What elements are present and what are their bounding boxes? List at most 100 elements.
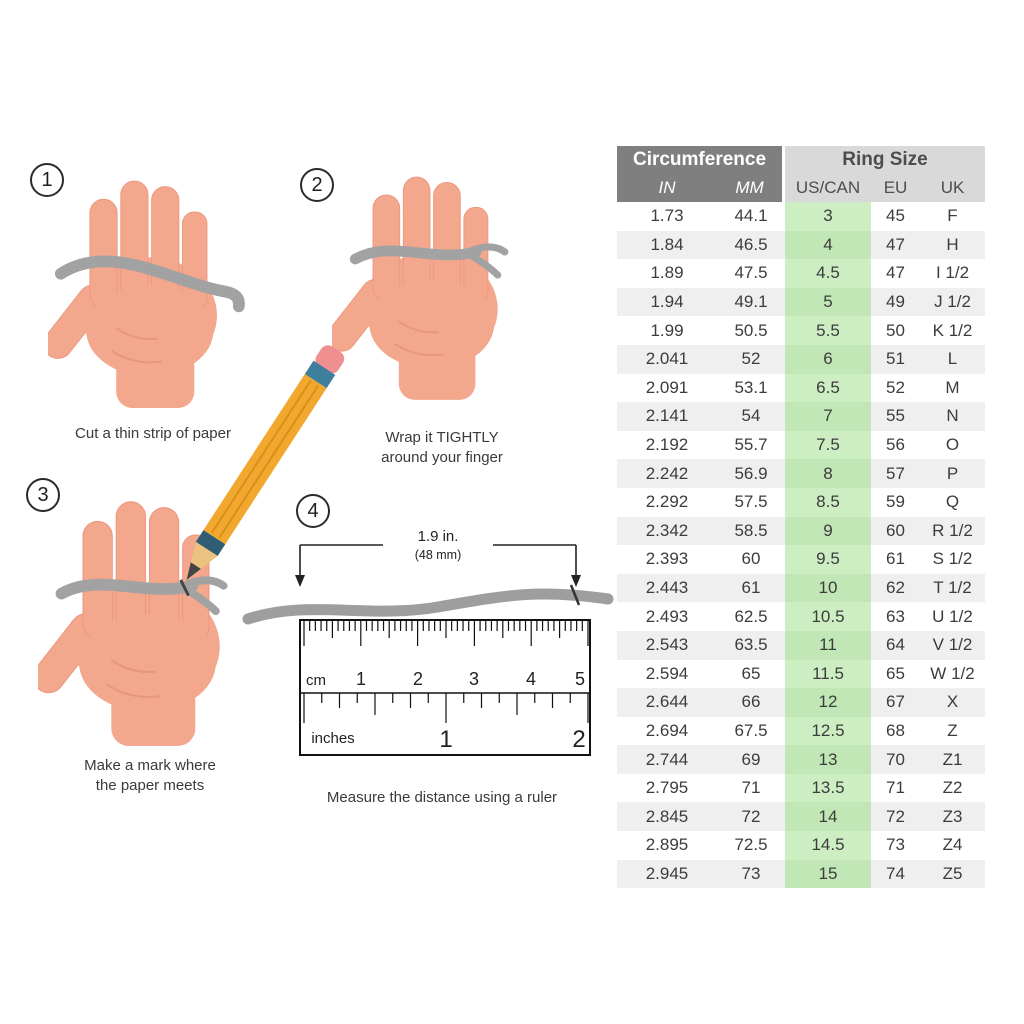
paper-strip	[54, 255, 245, 313]
pencil-stripes	[210, 379, 320, 539]
table-cell: 13	[785, 745, 871, 774]
table-cell: 65	[871, 659, 920, 689]
table-cell: 2.443	[617, 573, 717, 603]
table-cell: 64	[871, 630, 920, 660]
table-cell: 1.84	[617, 230, 717, 260]
table-cell: H	[920, 230, 985, 260]
table-cell: 70	[871, 745, 920, 774]
table-cell: 1.73	[617, 202, 717, 231]
table-cell: 2.091	[617, 373, 717, 403]
table-cell: 56.9	[717, 459, 785, 488]
table-cell: S 1/2	[920, 545, 985, 574]
table-cell: 47.5	[717, 259, 785, 288]
table-cell: P	[920, 459, 985, 488]
pencil-eraser	[315, 345, 345, 374]
table-cell: 65	[717, 659, 785, 689]
dimension-label: 1.9 in.	[418, 528, 459, 545]
cm-number: 3	[469, 669, 479, 689]
table-cell: 2.945	[617, 859, 717, 889]
cm-ticks	[303, 620, 589, 646]
table-cell: 2.242	[617, 459, 717, 488]
table-cell: 72.5	[717, 831, 785, 860]
table-cell: 72	[871, 802, 920, 832]
table-cell: 12	[785, 688, 871, 717]
table-cell: 47	[871, 259, 920, 288]
table-cell: 6	[785, 344, 871, 374]
table-cell: 2.342	[617, 516, 717, 546]
cm-label: cm	[306, 672, 326, 689]
table-cell: 59	[871, 487, 920, 517]
table-cell: Z	[920, 716, 985, 746]
table-cell: 63	[871, 602, 920, 631]
arrow-left-icon	[295, 575, 305, 587]
table-cell: 12.5	[785, 716, 871, 746]
table-cell: 52	[871, 373, 920, 403]
paper-strip	[55, 578, 199, 600]
inch-number: 1	[439, 726, 452, 753]
step-1-badge: 1	[30, 163, 64, 197]
table-cell: 1.89	[617, 259, 717, 288]
step-2-number: 2	[311, 173, 323, 196]
table-cell: F	[920, 202, 985, 231]
table-cell: 71	[717, 773, 785, 803]
table-cell: 2.141	[617, 402, 717, 431]
table-cell: 63.5	[717, 630, 785, 660]
dimension-drops	[299, 545, 577, 577]
table-cell: 13.5	[785, 773, 871, 803]
table-column-header-row: IN MM US/CAN EU UK	[617, 174, 985, 202]
arrow-right-icon	[571, 575, 581, 587]
table-cell: 67	[871, 688, 920, 717]
table-cell: 54	[717, 402, 785, 431]
table-cell: 15	[785, 859, 871, 889]
table-cell: O	[920, 430, 985, 460]
inches-label: inches	[311, 730, 354, 747]
table-cell: 14.5	[785, 831, 871, 860]
table-cell: 74	[871, 859, 920, 889]
hand-illustration-step3	[38, 500, 228, 746]
table-cell: N	[920, 402, 985, 431]
table-cell: I 1/2	[920, 259, 985, 288]
table-cell: 61	[871, 545, 920, 574]
table-cell: 73	[717, 859, 785, 889]
cm-number: 2	[413, 669, 423, 689]
table-cell: 11.5	[785, 659, 871, 689]
table-cell: 4.5	[785, 259, 871, 288]
table-cell: 5	[785, 287, 871, 317]
pencil-band	[195, 530, 226, 556]
table-cell: 62.5	[717, 602, 785, 631]
circumference-header: Circumference	[617, 146, 782, 174]
table-cell: 60	[717, 545, 785, 574]
step-4-number: 4	[307, 499, 319, 522]
table-cell: J 1/2	[920, 287, 985, 317]
column-header-uk: UK	[920, 174, 985, 202]
table-cell: 2.493	[617, 602, 717, 631]
table-cell: V 1/2	[920, 630, 985, 660]
table-cell: 62	[871, 573, 920, 603]
paper-strip-ends	[467, 243, 509, 279]
table-cell: 7.5	[785, 430, 871, 460]
paper-strip	[349, 245, 482, 265]
table-cell: Z3	[920, 802, 985, 832]
table-cell: 49	[871, 287, 920, 317]
table-cell: 9.5	[785, 545, 871, 574]
table-cell: 46.5	[717, 230, 785, 260]
table-cell: T 1/2	[920, 573, 985, 603]
table-cell: 52	[717, 344, 785, 374]
table-cell: 50.5	[717, 316, 785, 345]
table-cell: L	[920, 344, 985, 374]
table-cell: 73	[871, 831, 920, 860]
table-cell: 69	[717, 745, 785, 774]
